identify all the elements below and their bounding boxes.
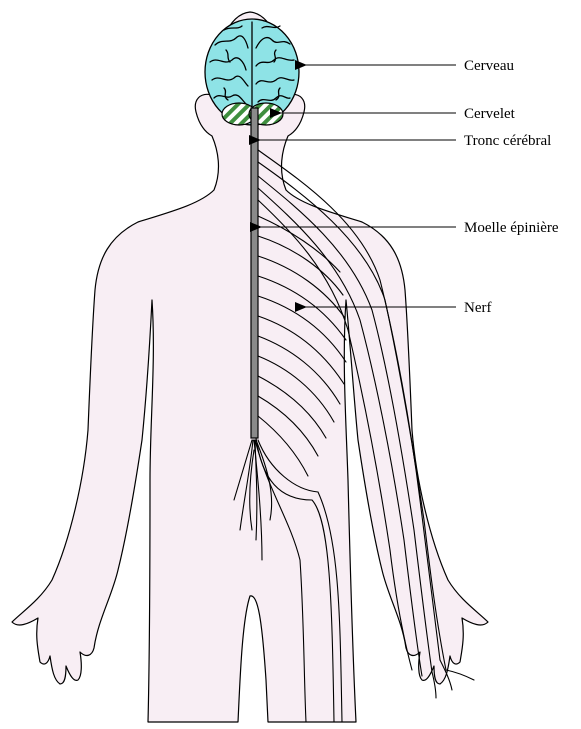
- label-cerveau: Cerveau: [464, 58, 514, 74]
- label-tronc-cerebral: Tronc cérébral: [464, 133, 551, 149]
- spinal-cord: [251, 108, 258, 438]
- label-cervelet: Cervelet: [464, 106, 516, 122]
- label-moelle-epiniere: Moelle épinière: [464, 220, 559, 236]
- label-nerf: Nerf: [464, 300, 491, 316]
